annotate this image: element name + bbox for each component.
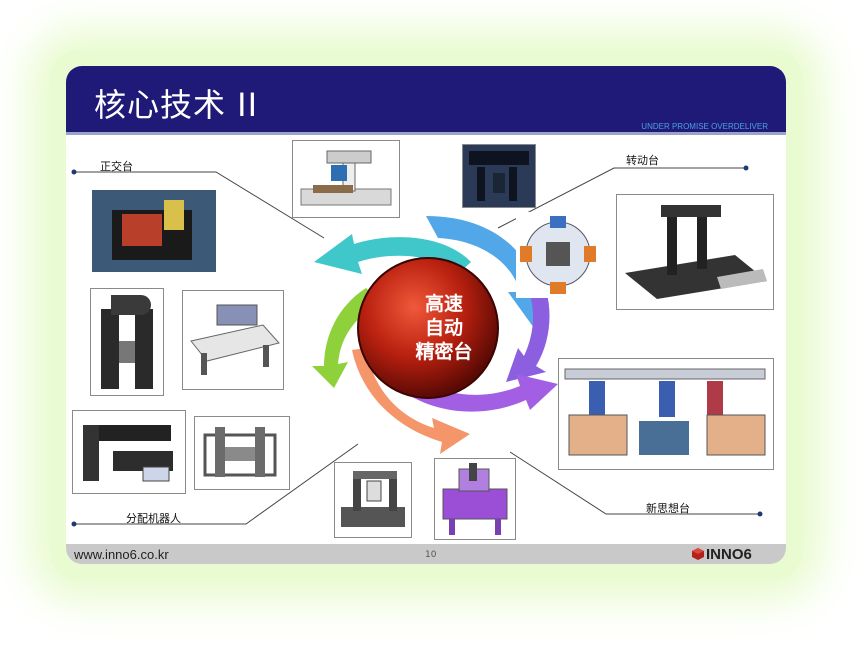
- machine-image-orthogonal-stage: [92, 190, 216, 272]
- arrow-blue: [426, 216, 548, 328]
- logo-cube-icon: [692, 548, 704, 560]
- header-divider: [66, 132, 786, 135]
- tagline: UNDER PROMISE OVERDELIVER: [641, 122, 768, 131]
- connector-orthogonal: [74, 171, 325, 239]
- center-line-3: 精密台: [415, 341, 473, 363]
- machine-image-gantry-top: [292, 140, 400, 218]
- machine-image-rotary-gantry: [616, 194, 774, 310]
- machine-image-new-idea-stage: [558, 358, 774, 470]
- slide-header: [66, 66, 786, 132]
- connector-newidea: [509, 451, 760, 515]
- connector-rotary: [497, 167, 746, 229]
- center-line-1: 高速: [424, 293, 463, 315]
- machine-image-c-frame: [90, 288, 164, 396]
- slide-footer: [66, 544, 786, 564]
- machine-image-frame-stage: [194, 416, 290, 490]
- machine-image-dispensing-robot: [334, 462, 412, 538]
- page-number: 10: [425, 550, 437, 560]
- machine-image-linear-actuator: [72, 410, 186, 494]
- cycle-diagram: [71, 165, 763, 527]
- machine-image-purple-stage: [434, 458, 516, 540]
- machine-image-rotary-dark: [462, 144, 536, 208]
- arrow-orange: [352, 348, 470, 454]
- label-orthogonal-stage: 正交台: [100, 160, 133, 173]
- label-rotary-stage: 转动台: [626, 154, 659, 167]
- footer-url[interactable]: www.inno6.co.kr: [74, 547, 169, 562]
- arrow-teal: [314, 234, 471, 274]
- center-circle: [357, 257, 499, 399]
- machine-image-table-stage: [182, 290, 284, 390]
- machine-image-rotary-stage: [516, 212, 600, 298]
- center-line-2: 自动: [424, 317, 463, 339]
- connector-dispensing: [74, 443, 359, 525]
- label-dispensing-robot: 分配机器人: [126, 512, 181, 525]
- brand-logo: INNO6: [706, 546, 752, 563]
- label-new-idea-stage: 新思想台: [646, 502, 690, 515]
- slide-title: 核心技术 II: [94, 86, 259, 124]
- arrow-purple-bottom: [398, 374, 558, 412]
- center-text: 高速 自动 精密台: [378, 292, 510, 364]
- slide: 核心技术 II UNDER PROMISE OVERDELIVER: [66, 66, 786, 564]
